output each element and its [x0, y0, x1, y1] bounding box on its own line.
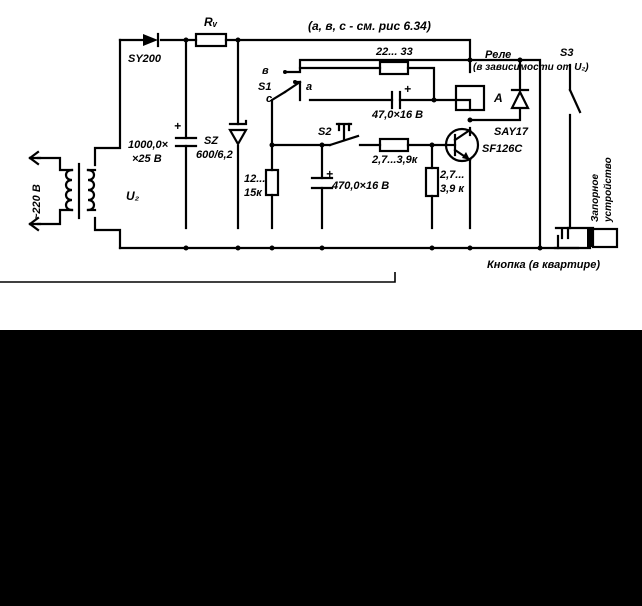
label-rv: Rᵥ: [204, 15, 218, 29]
resistor-2-7-right: [424, 166, 440, 198]
relay-title: Реле: [485, 49, 511, 61]
wires: [0, 38, 592, 283]
label-cap-main: 1000,0×: [128, 139, 169, 151]
switch-s1: [283, 70, 302, 94]
label-relay-a: A: [493, 91, 503, 105]
label-zener: SZ: [204, 135, 219, 147]
switch-s3: [568, 88, 582, 114]
label-res-right-val: 3,9 к: [440, 183, 465, 195]
resistor-2-7-mid: [378, 137, 410, 153]
label-s1-a: a: [306, 81, 312, 93]
capacitor-1000: [174, 136, 198, 148]
label-s1-b: в: [262, 65, 269, 77]
capacitor-470: [310, 176, 334, 190]
label-res-top: 22... 33: [375, 46, 413, 58]
label-res-left-val: 15к: [244, 187, 263, 199]
label-s3: S3: [560, 47, 573, 59]
label-lock-device-1: Запорное: [590, 174, 601, 222]
label-res-mid: 2,7...3,9к: [371, 154, 419, 166]
lock-device: [568, 226, 619, 249]
label-zener-val: 600/6,2: [196, 149, 233, 161]
diode-sy200: [143, 32, 160, 48]
switch-s2: [328, 122, 360, 147]
resistor-12-15: [264, 168, 280, 197]
relay-a: [454, 84, 486, 112]
header-note: (a, в, c - см. рис 6.34): [308, 19, 431, 33]
circuit-schematic: (a, в, c - см. рис 6.34) Реле (в зависим…: [0, 15, 619, 283]
label-cap-47: 47,0×16 В: [371, 109, 423, 121]
zener-sz: [228, 119, 248, 147]
relay-note: (в зависимости от U₂): [473, 62, 589, 73]
label-cap-main-v: ×25 В: [132, 153, 162, 165]
label-sy200: SY200: [128, 53, 162, 65]
resistor-22-33: [378, 60, 410, 76]
label-cap-470: 470,0×16 В: [331, 180, 389, 192]
schematic-scan: (a, в, c - см. рис 6.34) Реле (в зависим…: [0, 0, 642, 330]
label-s2: S2: [318, 126, 331, 138]
transistor-sf126c: [443, 127, 480, 163]
capacitor-47: [390, 90, 402, 110]
resistor-rv: [194, 32, 228, 48]
label-lock-device-2: устройство: [603, 157, 614, 223]
label-cap-main-plus: +: [174, 119, 181, 133]
label-s1: S1: [258, 81, 271, 93]
label-res-right: 2,7...: [439, 169, 464, 181]
label-transistor: SF126С: [482, 143, 523, 155]
label-s1-c: c: [266, 93, 272, 105]
transformer: [28, 150, 97, 232]
apartment-button: [554, 226, 570, 250]
junction-dots: [183, 37, 543, 251]
label-u2: U₂: [126, 189, 140, 203]
label-ac-input: ~220 В: [31, 184, 43, 220]
label-cap-47-plus: +: [404, 82, 411, 96]
label-button: Кнопка (в квартире): [487, 259, 600, 271]
label-say17: SAY17: [494, 126, 529, 138]
label-cap-470-plus: +: [326, 167, 333, 181]
diode-say17: [510, 88, 530, 110]
label-res-left: 12...: [244, 173, 265, 185]
